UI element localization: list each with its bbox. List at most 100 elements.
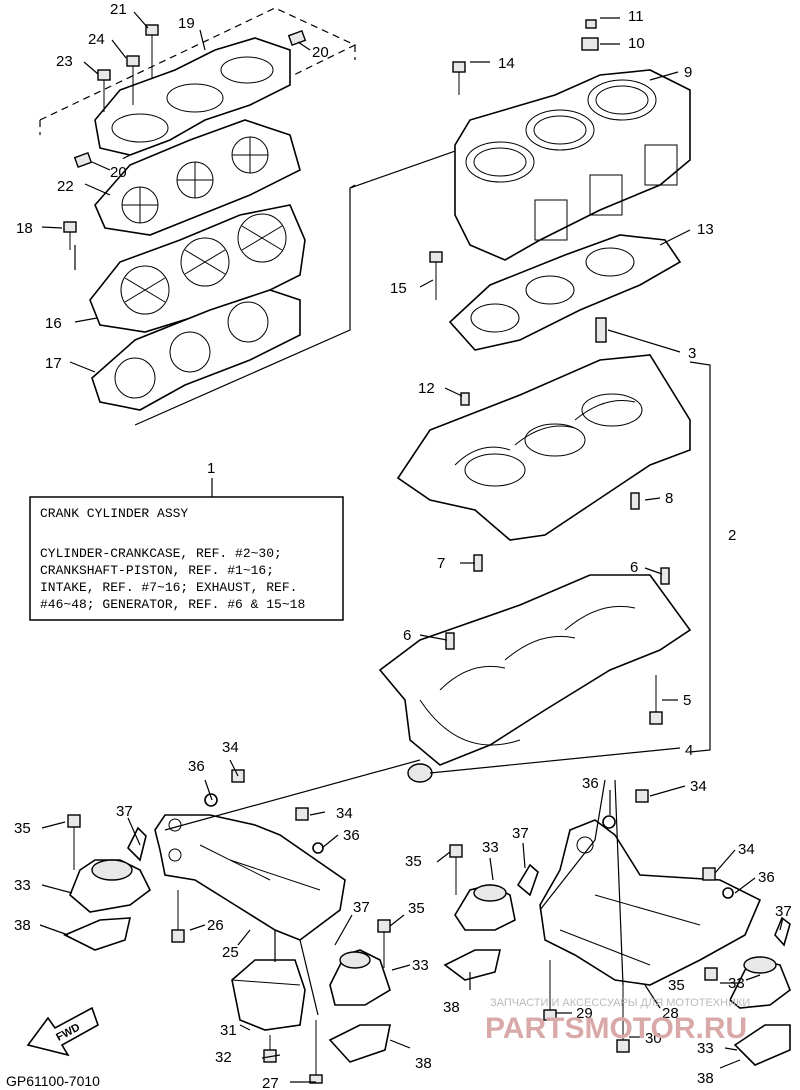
bolt-14 — [452, 61, 466, 95]
stud-3 — [595, 317, 607, 343]
callout-15: 15 — [390, 280, 407, 297]
pin-8 — [630, 492, 640, 510]
callout-38-b: 38 — [415, 1055, 432, 1072]
drawing-code: GP61100-7010 — [6, 1073, 100, 1089]
callout-32: 32 — [215, 1049, 232, 1066]
cylinder-head — [89, 204, 306, 333]
callout-31: 31 — [220, 1022, 237, 1039]
bolt-15 — [429, 251, 443, 300]
callout-33-b: 33 — [412, 957, 429, 974]
bolt-26 — [171, 890, 185, 943]
callout-34-d: 34 — [738, 841, 755, 858]
assembly-line-3: INTAKE, REF. #7~16; EXHAUST, REF. — [40, 580, 297, 595]
plate-38-right-bottom — [733, 1024, 791, 1066]
shim-37-left — [127, 826, 147, 862]
callout-38-d: 38 — [697, 1070, 714, 1087]
callout-13: 13 — [697, 221, 714, 238]
callout-3: 3 — [688, 345, 696, 362]
callout-36-a: 36 — [188, 758, 205, 775]
callout-36-d: 36 — [758, 869, 775, 886]
plate-38-left — [63, 917, 132, 951]
head-cover-group — [39, 7, 357, 236]
washer-36-a — [204, 793, 218, 807]
callout-38-a: 38 — [14, 917, 31, 934]
washer-36-b — [312, 842, 324, 854]
bolt-29 — [543, 960, 557, 1021]
callout-22: 22 — [57, 178, 74, 195]
callout-35-a: 35 — [14, 820, 31, 837]
callout-14: 14 — [498, 55, 515, 72]
shim-37-right — [516, 863, 539, 897]
watermark-logo: PARTSMOTOR.RU — [485, 1012, 747, 1045]
callout-8: 8 — [665, 490, 673, 507]
assembly-title: CRANK CYLINDER ASSY — [40, 506, 188, 521]
callout-18: 18 — [16, 220, 33, 237]
bolt-5 — [649, 675, 663, 725]
callout-7: 7 — [437, 555, 445, 572]
cylinder-block-group — [429, 19, 691, 351]
engine-mount-33-right-mid — [454, 884, 516, 931]
callout-36-b: 36 — [343, 827, 360, 844]
callout-35-b: 35 — [408, 900, 425, 917]
callout-29: 29 — [576, 1005, 593, 1022]
callout-33-c: 33 — [482, 839, 499, 856]
bolt-35-right-bottom — [704, 967, 718, 981]
cylinder-block — [454, 69, 691, 261]
callout-36-c: 36 — [582, 775, 599, 792]
plug-4 — [407, 763, 433, 783]
callout-34-b: 34 — [336, 805, 353, 822]
callout-33-e: 33 — [728, 975, 745, 992]
callout-9: 9 — [684, 64, 692, 81]
callout-numbers: 21 19 24 20 23 20 22 18 16 17 11 10 14 9… — [14, 1, 792, 1090]
callout-2: 2 — [728, 527, 736, 544]
callout-37-c: 37 — [512, 825, 529, 842]
plate-38-bottom — [328, 1024, 391, 1063]
plug-20-left — [73, 152, 93, 168]
callout-5: 5 — [683, 692, 691, 709]
callout-33-d: 33 — [697, 1040, 714, 1057]
assembly-info-box: CRANK CYLINDER ASSY CYLINDER-CRANKCASE, … — [29, 496, 344, 621]
cylinder-head-group — [63, 129, 516, 426]
pin-6-right — [660, 567, 670, 585]
washer-36-d — [722, 887, 734, 899]
pin-6-left — [445, 632, 455, 650]
callout-38-c: 38 — [443, 999, 460, 1016]
assembly-line-2: CRANKSHAFT-PISTON, REF. #1~16; — [40, 563, 274, 578]
callout-16: 16 — [45, 315, 62, 332]
callout-35-c: 35 — [405, 853, 422, 870]
assembly-line-4: #46~48; GENERATOR, REF. #6 & 15~18 — [40, 597, 305, 612]
pin-7 — [473, 554, 483, 572]
callout-6-left: 6 — [403, 627, 411, 644]
washer-36-c — [602, 815, 616, 829]
callout-28: 28 — [662, 1005, 679, 1022]
bolt-27 — [309, 1020, 323, 1084]
bolt-30 — [616, 985, 630, 1053]
lower-crankcase — [378, 574, 692, 766]
callout-11: 11 — [628, 8, 644, 25]
callout-30: 30 — [645, 1030, 662, 1047]
bolt-34-b — [295, 807, 309, 821]
bolt-24 — [126, 55, 140, 105]
shim-37-far-right — [774, 916, 791, 947]
callout-27: 27 — [262, 1075, 279, 1090]
watermark-tagline: ЗАПЧАСТИ И АКСЕССУАРЫ ДЛЯ МОТОТЕХНИКИ — [490, 997, 750, 1009]
fwd-arrow-icon: FWD — [26, 1006, 99, 1057]
callout-21: 21 — [110, 1, 127, 18]
right-mount-bracket — [539, 819, 762, 986]
callout-35-d: 35 — [668, 977, 685, 994]
callout-34-a: 34 — [222, 739, 239, 756]
plate-38-right-mid — [443, 949, 502, 981]
plug-20-top — [287, 30, 307, 46]
head-cover — [94, 37, 291, 156]
clip-10 — [581, 37, 599, 51]
engine-mount-33-right-bottom — [728, 956, 791, 1009]
assembly-line-1: CYLINDER-CRANKCASE, REF. #2~30; — [40, 546, 282, 561]
callout-1: 1 — [207, 460, 215, 477]
callout-25: 25 — [222, 944, 239, 961]
head-gasket — [91, 289, 301, 411]
bolt-35-right-mid — [449, 844, 463, 858]
bolt-18 — [63, 221, 77, 250]
callout-37-a: 37 — [116, 803, 133, 820]
callout-20-top: 20 — [312, 44, 329, 61]
